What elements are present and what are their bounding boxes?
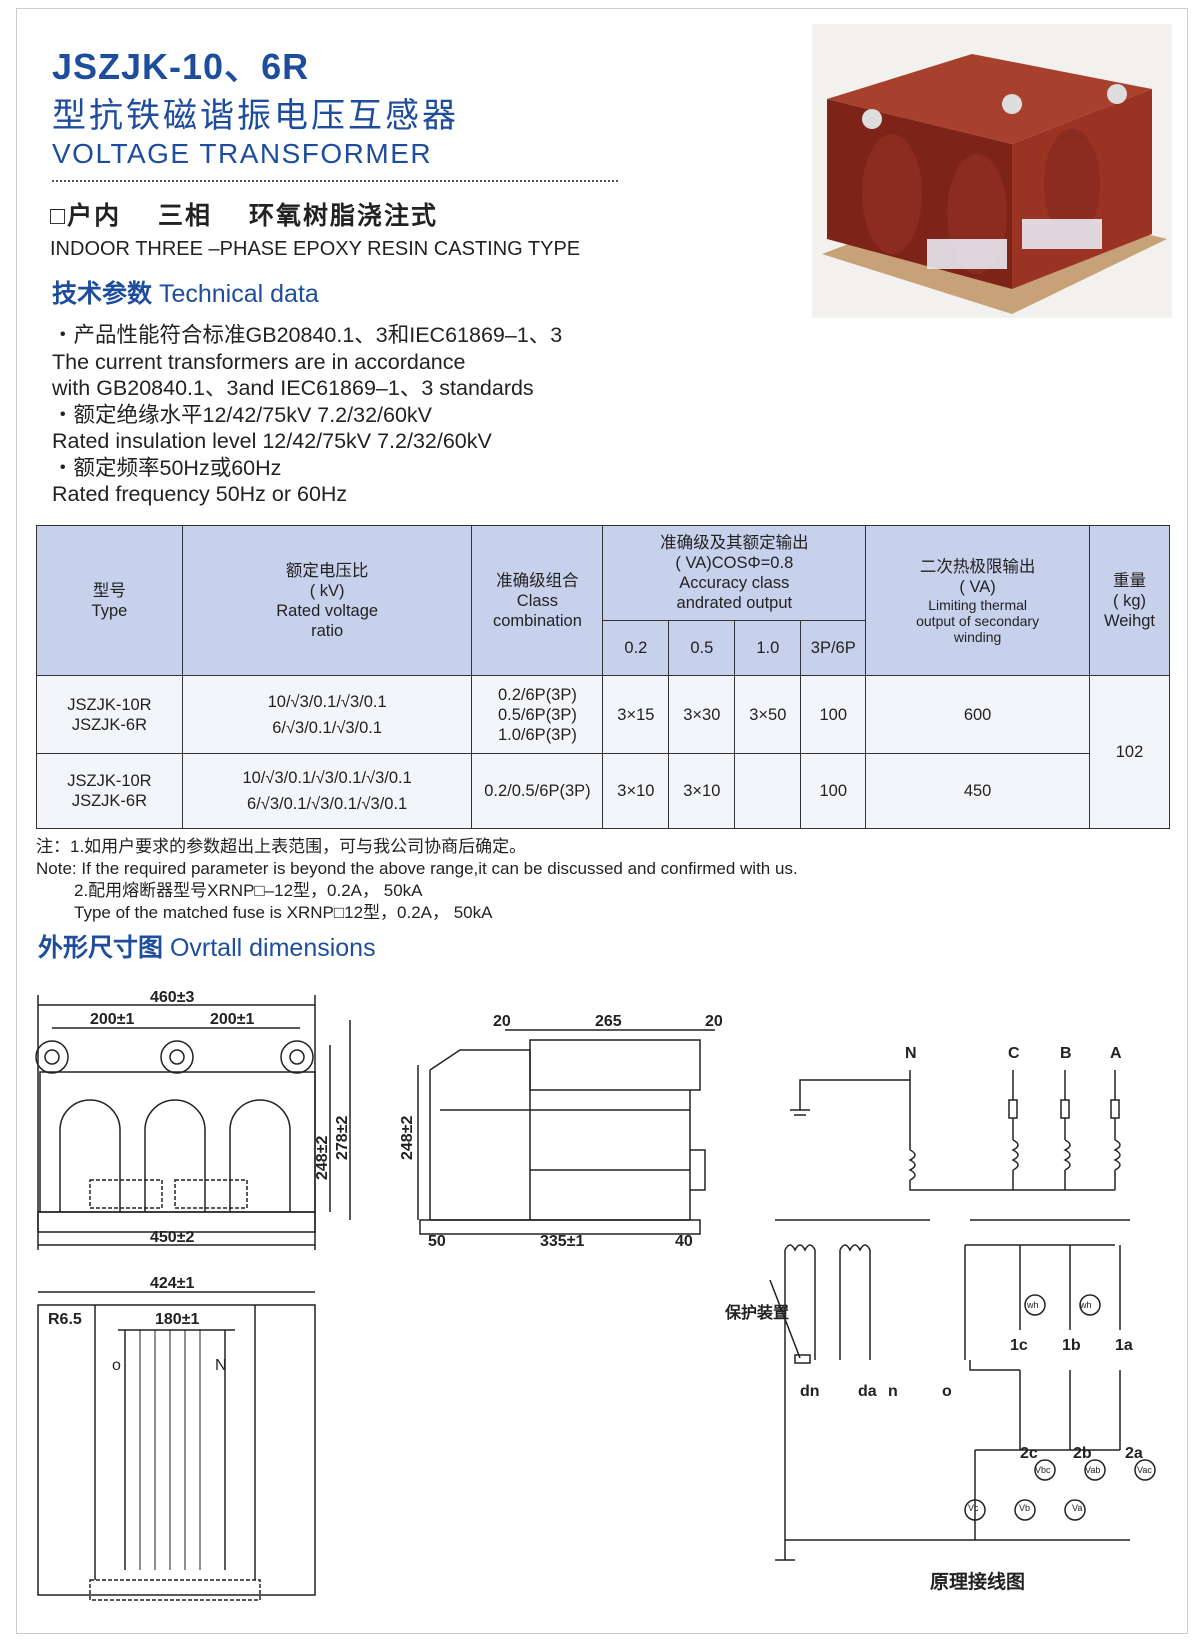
note-line: Note: If the required parameter is beyon… bbox=[36, 859, 798, 878]
svg-text:保护装置: 保护装置 bbox=[724, 1303, 789, 1322]
sub-header: 3P/6P bbox=[800, 620, 867, 676]
svg-text:335±1: 335±1 bbox=[540, 1233, 584, 1250]
title-en: VOLTAGE TRANSFORMER bbox=[52, 138, 433, 169]
svg-text:N: N bbox=[215, 1357, 227, 1374]
svg-text:N: N bbox=[905, 1045, 917, 1062]
svg-text:20: 20 bbox=[705, 1013, 723, 1030]
page-frame bbox=[16, 8, 1188, 1634]
product-photo bbox=[812, 24, 1172, 318]
svg-text:2b: 2b bbox=[1073, 1445, 1092, 1462]
svg-text:278±2: 278±2 bbox=[334, 1116, 351, 1160]
svg-text:200±1: 200±1 bbox=[90, 1011, 134, 1028]
svg-text:wh: wh bbox=[1026, 1300, 1039, 1310]
tech-heading-cn: 技术参数 bbox=[52, 280, 153, 308]
tech-line: ・额定频率50Hz或60Hz bbox=[52, 455, 282, 480]
svg-text:dn: dn bbox=[800, 1383, 820, 1400]
tech-line: ・产品性能符合标准GB20840.1、3和IEC61869–1、3 bbox=[52, 323, 563, 347]
svg-text:1c: 1c bbox=[1010, 1337, 1028, 1354]
svg-text:2a: 2a bbox=[1125, 1445, 1143, 1462]
svg-text:o: o bbox=[112, 1357, 121, 1374]
svg-text:n: n bbox=[888, 1383, 898, 1400]
sub-header: 0.2 bbox=[602, 620, 670, 676]
tech-line: Rated insulation level 12/42/75kV 7.2/32… bbox=[52, 429, 492, 453]
svg-text:40: 40 bbox=[675, 1233, 693, 1250]
tech-line: The current transformers are in accordan… bbox=[52, 349, 466, 374]
svg-text:Vac: Vac bbox=[1137, 1465, 1152, 1475]
svg-text:wh: wh bbox=[1079, 1300, 1092, 1310]
dims-heading: 外形尺寸图 Ovrtall dimensions bbox=[38, 934, 376, 962]
svg-text:R6.5: R6.5 bbox=[48, 1311, 82, 1328]
tech-list: ・产品性能符合标准GB20840.1、3和IEC61869–1、3 The cu… bbox=[52, 322, 562, 508]
front-view-drawing: 460±3 200±1 200±1 248±2 278±2 450±2 bbox=[35, 990, 351, 1250]
tech-heading: 技术参数 Technical data bbox=[52, 274, 319, 310]
svg-text:450±2: 450±2 bbox=[150, 1229, 194, 1246]
sub-header: 0.5 bbox=[668, 620, 736, 676]
wiring-diagram: N C B A dn da n o 1c 1b 1a 2c 2b 2a 保护装置… bbox=[724, 1045, 1156, 1593]
svg-text:o: o bbox=[942, 1383, 952, 1400]
note-line: Type of the matched fuse is XRNP□12型，0.2… bbox=[74, 903, 493, 922]
type-cn: □户内 三相 环氧树脂浇注式 bbox=[50, 202, 438, 230]
note-line: 2.配用熔断器型号XRNP□–12型，0.2A， 50kA bbox=[74, 881, 423, 900]
svg-text:Vbc: Vbc bbox=[1035, 1465, 1051, 1475]
tech-heading-en: Technical data bbox=[152, 280, 319, 308]
weight-cell: 102 bbox=[1088, 675, 1171, 829]
tech-line: ・额定绝缘水平12/42/75kV 7.2/32/60kV bbox=[52, 402, 433, 427]
svg-text:20: 20 bbox=[493, 1013, 511, 1030]
svg-text:265: 265 bbox=[595, 1013, 622, 1030]
tech-line: Rated frequency 50Hz or 60Hz bbox=[52, 482, 348, 506]
svg-text:B: B bbox=[1060, 1045, 1072, 1062]
svg-text:1b: 1b bbox=[1062, 1337, 1081, 1354]
svg-text:248±2: 248±2 bbox=[399, 1116, 416, 1160]
sub-header: 1.0 bbox=[734, 620, 802, 676]
svg-text:原理接线图: 原理接线图 bbox=[930, 1570, 1025, 1593]
svg-text:200±1: 200±1 bbox=[210, 1011, 254, 1028]
side-view-drawing: 20 265 20 248±2 50 335±1 40 bbox=[399, 1013, 723, 1250]
notes: 注：1.如用户要求的参数超出上表范围，可与我公司协商后确定。 Note: If … bbox=[36, 836, 798, 924]
svg-text:50: 50 bbox=[428, 1233, 446, 1250]
svg-text:Vb: Vb bbox=[1019, 1503, 1030, 1513]
svg-text:460±3: 460±3 bbox=[150, 990, 194, 1006]
svg-text:248±2: 248±2 bbox=[314, 1136, 331, 1180]
svg-text:Vc: Vc bbox=[968, 1503, 979, 1513]
tech-line: with GB20840.1、3and IEC61869–1、3 standar… bbox=[52, 376, 534, 400]
bottom-view-drawing: 424±1 R6.5 180±1 o N bbox=[37, 1275, 316, 1601]
svg-text:1a: 1a bbox=[1115, 1337, 1133, 1354]
svg-text:A: A bbox=[1110, 1045, 1122, 1062]
svg-text:180±1: 180±1 bbox=[155, 1311, 199, 1328]
svg-text:Va: Va bbox=[1072, 1503, 1082, 1513]
note-line: 注：1.如用户要求的参数超出上表范围，可与我公司协商后确定。 bbox=[36, 837, 527, 856]
svg-text:C: C bbox=[1008, 1045, 1020, 1062]
type-en: INDOOR THREE –PHASE EPOXY RESIN CASTING … bbox=[50, 238, 581, 260]
model-title: JSZJK-10、6R bbox=[52, 46, 310, 87]
svg-text:2c: 2c bbox=[1020, 1445, 1038, 1462]
title-cn: 型抗铁磁谐振电压互感器 bbox=[52, 97, 459, 135]
svg-text:424±1: 424±1 bbox=[150, 1275, 194, 1292]
col-weight-header: 重量( kg)Weihgt bbox=[1088, 525, 1171, 676]
svg-text:da: da bbox=[858, 1383, 877, 1400]
divider bbox=[52, 180, 618, 182]
svg-text:Vab: Vab bbox=[1085, 1465, 1100, 1475]
